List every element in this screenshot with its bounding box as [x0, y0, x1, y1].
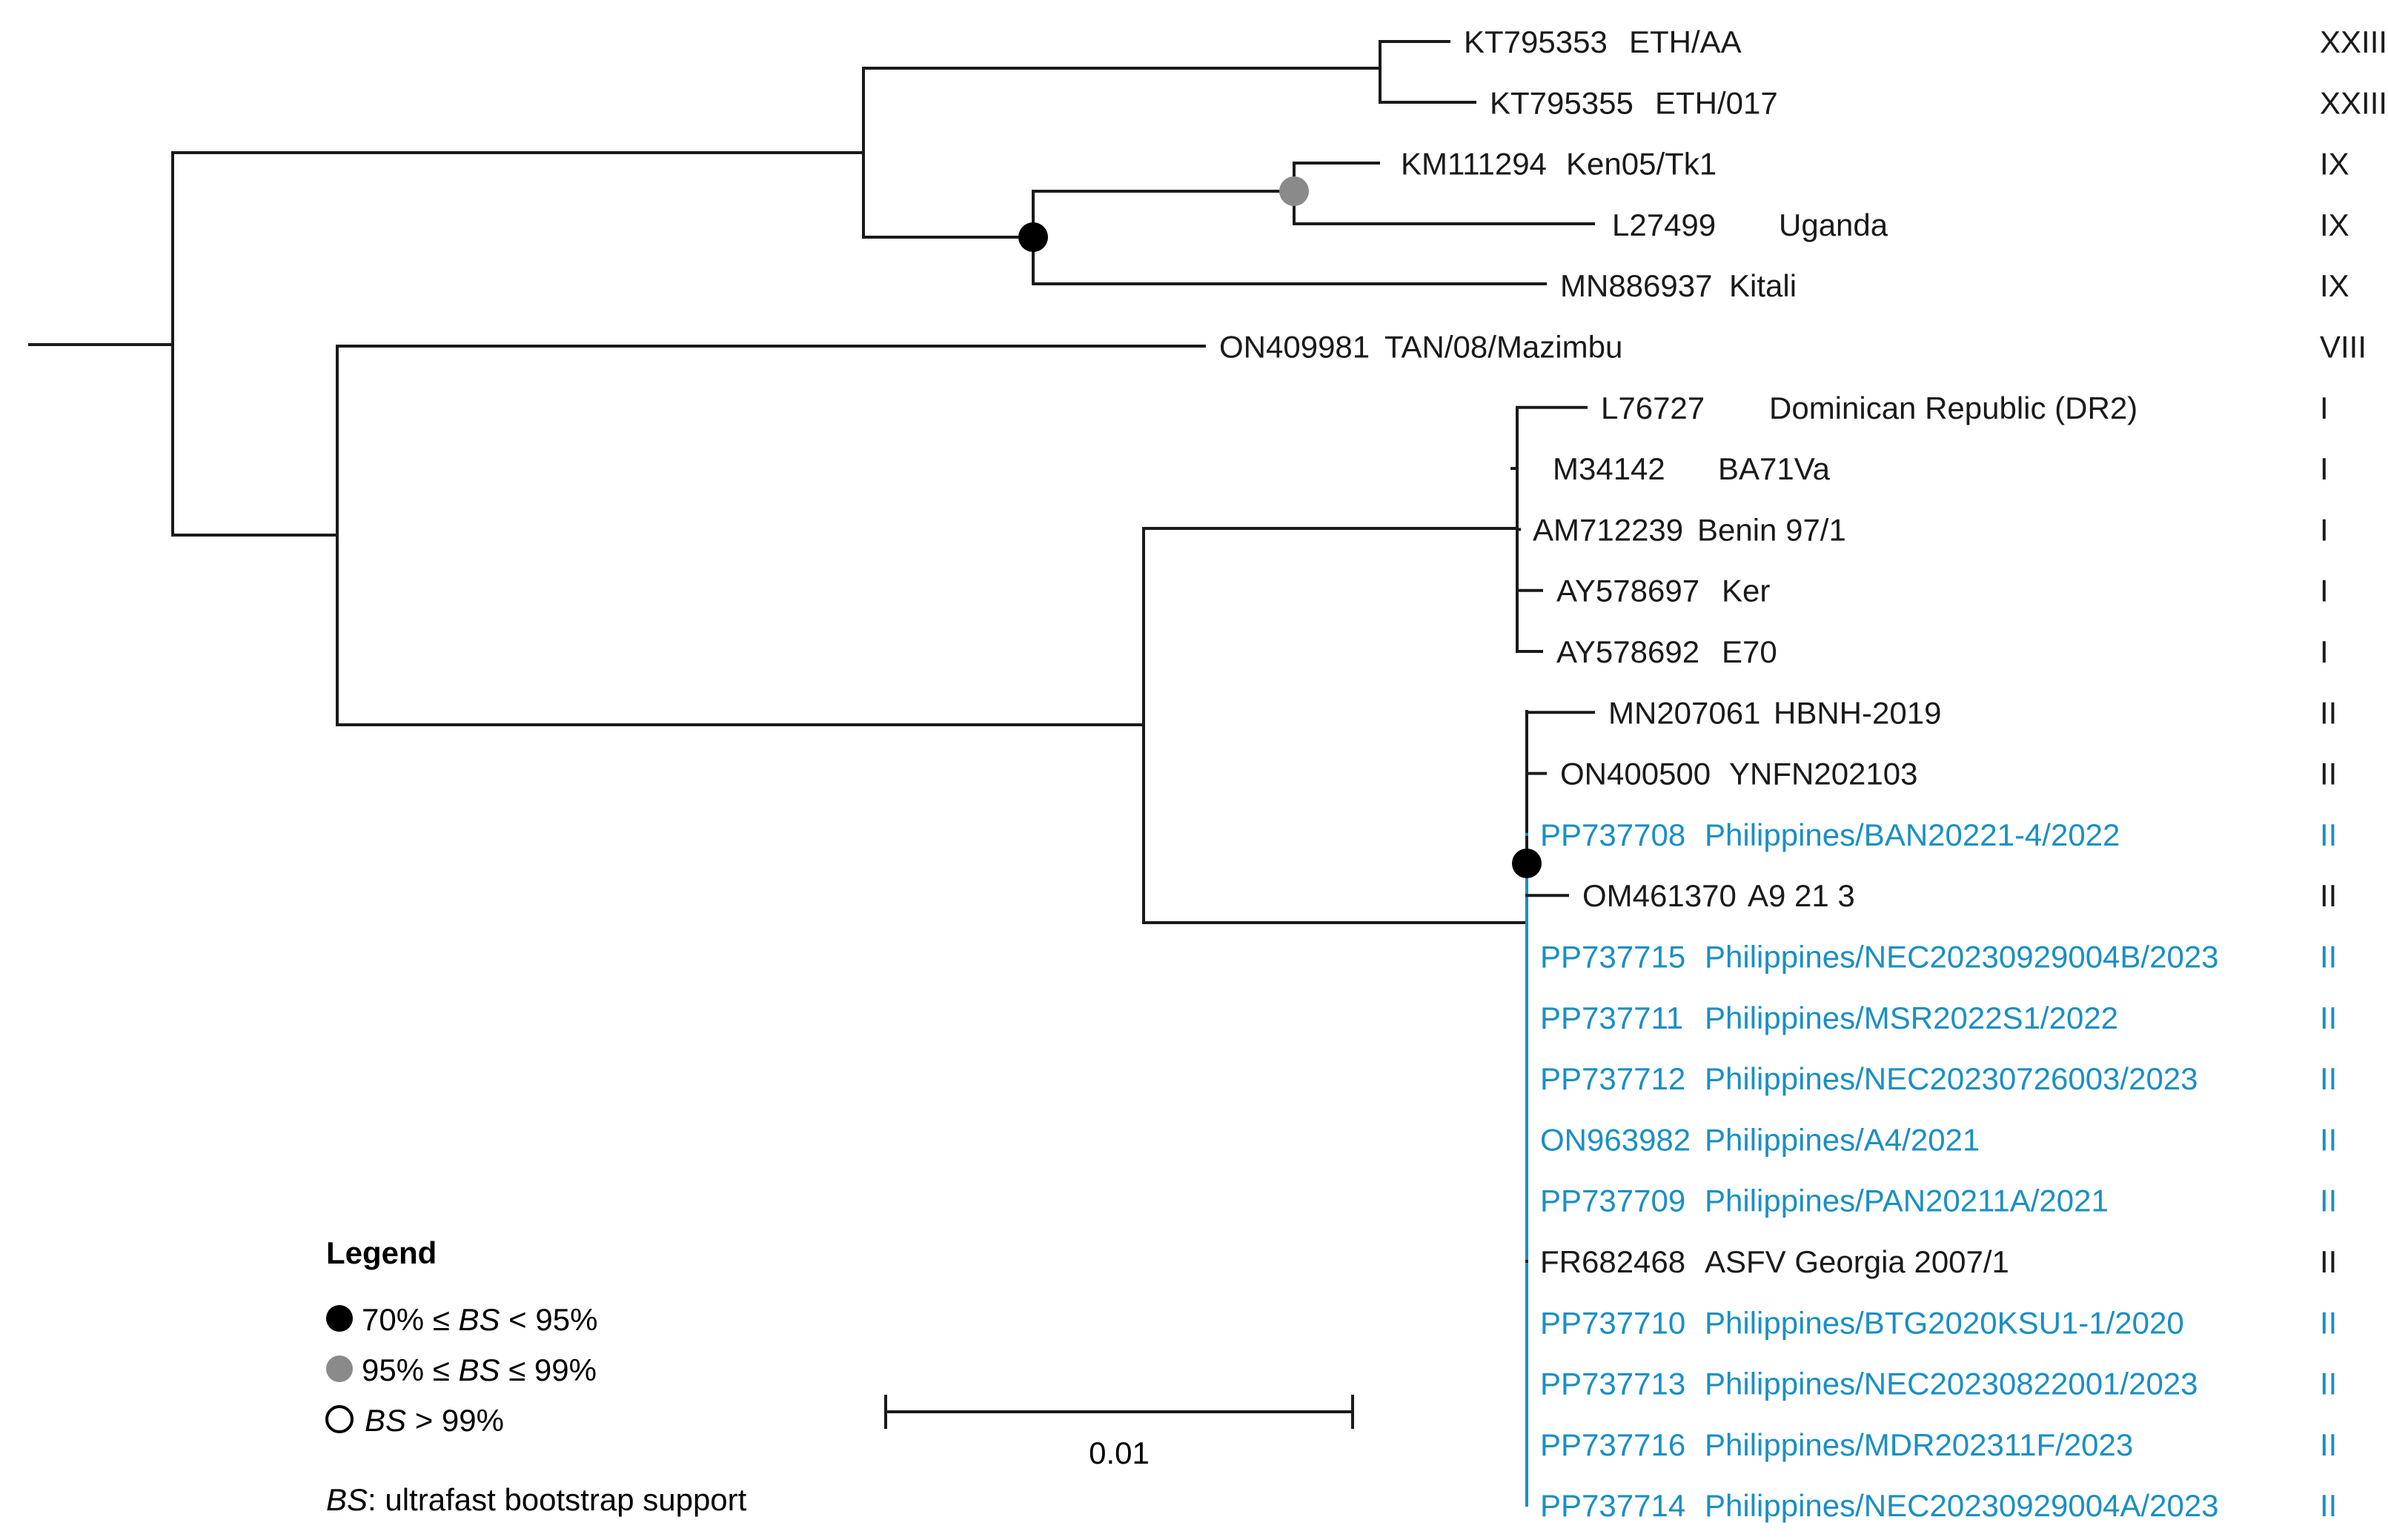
taxon-accession: KT795355	[1490, 85, 1634, 120]
taxon-name: ASFV Georgia 2007/1	[1705, 1244, 2009, 1279]
taxon-accession: AM712239	[1533, 512, 1683, 547]
taxon-name: Benin 97/1	[1697, 512, 1846, 547]
support-node-grey	[1279, 176, 1309, 206]
taxon-name: Philippines/BAN20221-4/2022	[1705, 817, 2120, 852]
taxon-accession: PP737716	[1540, 1427, 1685, 1462]
genotype-label: II	[2320, 1427, 2337, 1462]
taxon-name: Uganda	[1779, 208, 1888, 242]
legend-item-3: BS > 99%	[365, 1403, 504, 1438]
taxon-name: Philippines/MSR2022S1/2022	[1705, 1000, 2118, 1035]
taxon-name: ETH/017	[1655, 85, 1778, 120]
taxon-accession: M34142	[1553, 451, 1665, 486]
taxon-name: Dominican Republic (DR2)	[1769, 391, 2137, 425]
genotype-label: I	[2320, 451, 2329, 486]
taxon-accession: L27499	[1612, 208, 1716, 242]
genotype-label: IX	[2320, 208, 2349, 242]
genotype-label: II	[2320, 695, 2337, 730]
genotype-label: II	[2320, 757, 2337, 791]
genotype-label: II	[2320, 1000, 2337, 1035]
taxon-accession: ON963982	[1540, 1122, 1691, 1157]
legend-title: Legend	[326, 1235, 437, 1270]
taxon-name: Kitali	[1729, 268, 1797, 303]
taxon-name: Philippines/NEC20230929004A/2023	[1705, 1488, 2219, 1523]
taxon-name: Philippines/BTG2020KSU1-1/2020	[1705, 1305, 2184, 1340]
taxon-name: Philippines/MDR202311F/2023	[1705, 1427, 2133, 1462]
taxon-accession: PP737708	[1540, 817, 1685, 852]
genotype-label: II	[2320, 940, 2337, 975]
taxon-accession: AY578692	[1556, 634, 1699, 669]
legend-item-2: 95% ≤ BS ≤ 99%	[362, 1353, 597, 1387]
genotype-label: II	[2320, 1488, 2337, 1523]
genotype-label: I	[2320, 391, 2329, 425]
taxon-accession: PP737712	[1540, 1061, 1685, 1096]
taxon-name: Philippines/PAN20211A/2021	[1705, 1184, 2109, 1218]
genotype-label: II	[2320, 817, 2337, 852]
legend-marker-grey	[326, 1355, 353, 1382]
legend-marker-open	[325, 1405, 354, 1433]
genotype-label: IX	[2320, 147, 2349, 182]
taxon-name: TAN/08/Mazimbu	[1384, 330, 1622, 365]
taxon-accession: ON409981	[1219, 330, 1370, 365]
taxon-accession: PP737710	[1540, 1305, 1685, 1340]
genotype-label: XXIII	[2320, 85, 2387, 120]
genotype-label: XXIII	[2320, 24, 2387, 59]
support-nodes	[1018, 176, 1542, 878]
taxon-name: Philippines/NEC20230822001/2023	[1705, 1367, 2198, 1401]
genotype-label: II	[2320, 1367, 2337, 1401]
taxon-name: Philippines/A4/2021	[1705, 1122, 1980, 1157]
genotype-label: II	[2320, 1184, 2337, 1218]
taxon-name: HBNH-2019	[1774, 695, 1941, 730]
taxon-accession: AY578697	[1556, 574, 1699, 608]
support-node-black	[1018, 222, 1048, 252]
genotype-label: II	[2320, 1305, 2337, 1340]
legend: Legend 70% ≤ BS < 95% 95% ≤ BS ≤ 99% BS …	[325, 1235, 747, 1517]
scale-bar-label: 0.01	[1089, 1436, 1150, 1470]
legend-item-1: 70% ≤ BS < 95%	[362, 1302, 597, 1337]
genotype-label: I	[2320, 574, 2329, 608]
taxon-name: Philippines/NEC20230726003/2023	[1705, 1061, 2198, 1096]
taxon-accession: KT795353	[1464, 24, 1608, 59]
taxon-accession: PP737709	[1540, 1184, 1685, 1218]
taxon-name: A9 21 3	[1748, 878, 1855, 913]
taxon-accession: MN207061	[1608, 695, 1760, 730]
scale-bar: 0.01	[884, 1395, 1354, 1470]
genotype-label: II	[2320, 878, 2337, 913]
genotype-label: I	[2320, 634, 2329, 669]
taxon-name: Ken05/Tk1	[1566, 147, 1717, 182]
taxon-name: Philippines/NEC20230929004B/2023	[1705, 940, 2219, 975]
legend-footnote: BS: ultrafast bootstrap support	[326, 1482, 747, 1517]
taxon-accession: PP737713	[1540, 1367, 1685, 1401]
genotype-label: I	[2320, 512, 2329, 547]
taxon-accession: KM111294	[1401, 147, 1547, 182]
taxon-name: BA71Va	[1718, 451, 1831, 486]
taxon-name: ETH/AA	[1629, 24, 1742, 59]
genotype-label: II	[2320, 1122, 2337, 1157]
taxon-name: YNFN202103	[1729, 757, 1917, 791]
genotype-label: II	[2320, 1244, 2337, 1279]
genotype-label: II	[2320, 1061, 2337, 1096]
genotype-label: VIII	[2320, 330, 2367, 365]
taxon-accession: PP737711	[1540, 1000, 1683, 1035]
taxon-name: Ker	[1722, 574, 1770, 608]
taxon-name: E70	[1722, 634, 1777, 669]
taxon-accession: PP737715	[1540, 940, 1685, 975]
taxon-accession: L76727	[1601, 391, 1705, 425]
taxon-accession: MN886937	[1560, 268, 1712, 303]
legend-marker-black	[326, 1305, 353, 1332]
tree-branches	[28, 40, 1595, 1507]
genotype-label: IX	[2320, 268, 2349, 303]
taxon-accession: PP737714	[1540, 1488, 1685, 1523]
support-node-black	[1512, 849, 1542, 878]
taxon-accession: OM461370	[1582, 878, 1737, 913]
taxon-accession: ON400500	[1560, 757, 1711, 791]
taxon-accession: FR682468	[1540, 1244, 1685, 1279]
taxon-labels: KT795353 ETH/AA XXIII KT795355 ETH/017 XXIII K…	[1219, 24, 2387, 1523]
